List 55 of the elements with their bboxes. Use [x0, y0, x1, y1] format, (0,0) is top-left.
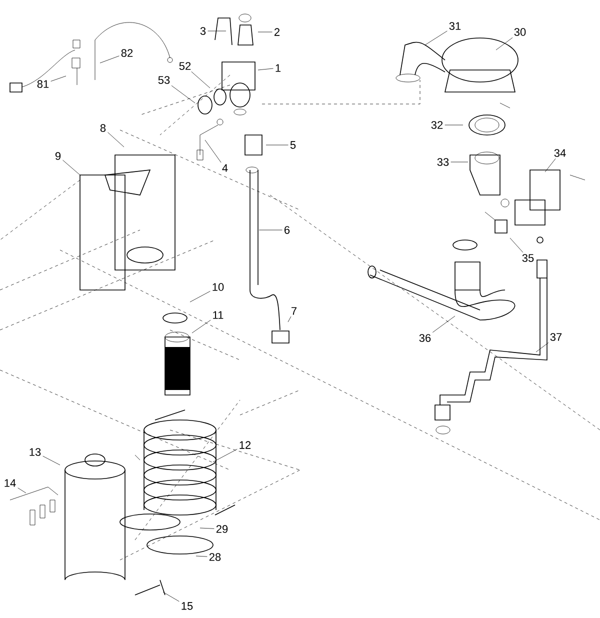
- leader-line: [162, 592, 180, 602]
- leader-line: [212, 448, 238, 462]
- callout-number: 32: [431, 121, 443, 129]
- leader-line: [62, 160, 80, 176]
- leader-line: [266, 144, 288, 146]
- leader-line: [42, 456, 60, 466]
- callout-number: 34: [554, 149, 566, 157]
- leader-line: [444, 124, 464, 126]
- leader-line: [171, 85, 196, 104]
- leader-line: [424, 30, 448, 46]
- leader-line: [288, 316, 292, 322]
- callout-number: 82: [121, 49, 133, 57]
- leader-line: [108, 132, 124, 148]
- callout-number: 5: [290, 141, 296, 149]
- callout-number: 36: [419, 334, 431, 342]
- leader-line: [50, 76, 66, 82]
- leader-line: [100, 56, 120, 64]
- leader-line: [190, 291, 210, 302]
- callout-number: 28: [209, 553, 221, 561]
- callout-number: 2: [274, 28, 280, 36]
- callout-number: 37: [550, 333, 562, 341]
- callout-number: 9: [55, 152, 61, 160]
- callout-number: 10: [212, 283, 224, 291]
- callout-number: 53: [158, 76, 170, 84]
- callout-number: 31: [449, 22, 461, 30]
- callout-number: 30: [514, 28, 526, 36]
- callout-number: 12: [240, 441, 251, 449]
- callout-number: 8: [100, 124, 106, 132]
- leader-line: [432, 316, 456, 333]
- callout-number: 14: [4, 479, 16, 487]
- callout-number: 6: [284, 226, 290, 234]
- callout-number: 52: [179, 62, 191, 70]
- leader-line: [510, 238, 524, 253]
- callout-number: 3: [200, 27, 206, 35]
- callout-number: 81: [37, 80, 49, 88]
- leader-line: [18, 488, 26, 494]
- callout-number: 29: [216, 525, 228, 533]
- leader-line: [196, 556, 208, 557]
- leader-line: [544, 158, 556, 172]
- callout-number: 1: [276, 64, 281, 72]
- callout-number: 7: [292, 307, 296, 315]
- leader-line: [208, 30, 226, 32]
- callout-number: 4: [222, 164, 228, 172]
- callout-number: 15: [182, 602, 193, 610]
- callout-number: 11: [213, 311, 224, 319]
- leader-line: [536, 342, 549, 352]
- callout-number: 13: [30, 448, 41, 456]
- leader-line: [204, 140, 222, 163]
- leader-line: [496, 37, 513, 50]
- leader-line: [200, 528, 214, 529]
- leader-line: [258, 68, 274, 70]
- leader-line: [192, 320, 211, 334]
- leader-line: [191, 71, 210, 88]
- callout-number: 35: [522, 254, 534, 262]
- callout-number: 33: [437, 158, 449, 166]
